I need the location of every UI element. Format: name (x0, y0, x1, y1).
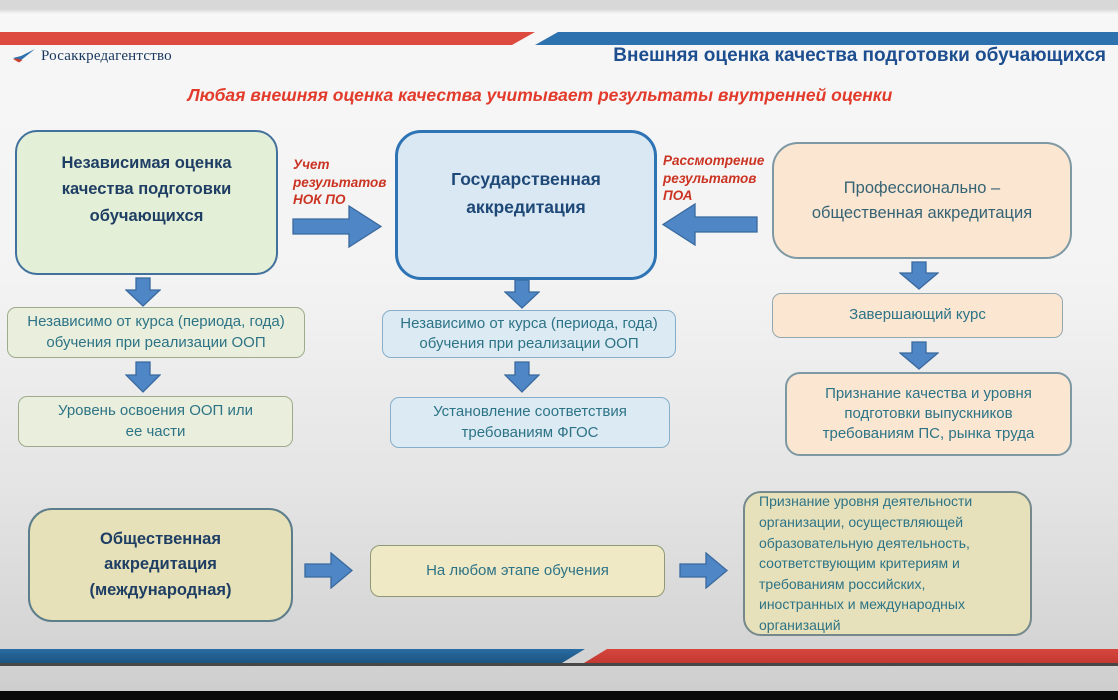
logo-swoosh-icon (13, 49, 35, 63)
box-public-step3-label: Признание уровня деятельности организаци… (759, 493, 973, 633)
box-public-accreditation: Общественная аккредитация (международная… (28, 508, 293, 622)
box-public-step2-label: На любом этапе обучения (426, 561, 609, 579)
box-independent-step2-label: Независимо от курса (периода, года) обуч… (27, 313, 285, 351)
arrow-down-icon (125, 361, 161, 393)
label-poa: Рассмотрение результатов ПОА (663, 153, 765, 204)
slide-subtitle: Любая внешняя оценка качества учитывает … (187, 85, 893, 105)
box-independent-step2: Независимо от курса (периода, года) обуч… (7, 307, 305, 358)
box-state-step3-label: Установление соответствия требованиям ФГ… (433, 403, 627, 441)
arrow-left-icon (662, 203, 758, 246)
box-state-accreditation-label: Государственная аккредитация (451, 169, 601, 217)
footer-stripe-blue (0, 649, 585, 663)
box-state-step2: Независимо от курса (периода, года) обуч… (382, 310, 676, 358)
header-stripe-blue (535, 32, 1118, 45)
box-state-accreditation: Государственная аккредитация (395, 130, 657, 280)
arrow-down-icon (504, 361, 540, 393)
logo: Росаккредагентство (12, 48, 172, 65)
arrow-down-icon (899, 341, 939, 370)
box-public-step2: На любом этапе обучения (370, 545, 665, 597)
box-public-accreditation-label: Общественная аккредитация (международная… (89, 529, 232, 599)
box-public-step3: Признание уровня деятельности организаци… (743, 491, 1032, 636)
box-professional-step2-label: Завершающий курс (849, 306, 986, 324)
label-nok-po: Учет результатов НОК ПО (293, 157, 387, 208)
footer-shadow-line (0, 663, 1118, 666)
logo-text: Росаккредагентство (41, 48, 172, 64)
box-professional-accreditation: Профессионально – общественная аккредита… (772, 142, 1072, 259)
box-independent-assessment: Независимая оценка качества подготовки о… (15, 130, 278, 275)
header-stripe-red (0, 32, 535, 45)
page-title: Внешняя оценка качества подготовки обуча… (613, 45, 1106, 66)
box-professional-accreditation-label: Профессионально – общественная аккредита… (811, 178, 1033, 222)
arrow-down-icon (899, 261, 939, 290)
arrow-right-icon (679, 552, 728, 589)
arrow-down-icon (125, 277, 161, 307)
arrow-right-icon (304, 552, 353, 589)
box-state-step3: Установление соответствия требованиям ФГ… (390, 397, 670, 448)
box-independent-assessment-label: Независимая оценка качества подготовки о… (61, 154, 232, 225)
box-independent-step3: Уровень освоения ООП или ее части (18, 396, 293, 447)
box-independent-step3-label: Уровень освоения ООП или ее части (57, 402, 254, 440)
arrow-right-icon (292, 205, 382, 248)
footer-stripe-red (584, 649, 1118, 663)
box-professional-step2: Завершающий курс (772, 293, 1063, 338)
box-state-step2-label: Независимо от курса (периода, года) обуч… (400, 314, 658, 352)
box-professional-step3: Признание качества и уровня подготовки в… (785, 372, 1072, 456)
box-professional-step3-label: Признание качества и уровня подготовки в… (822, 384, 1035, 443)
arrow-down-icon (504, 279, 540, 309)
bottom-black-bar (0, 691, 1118, 700)
